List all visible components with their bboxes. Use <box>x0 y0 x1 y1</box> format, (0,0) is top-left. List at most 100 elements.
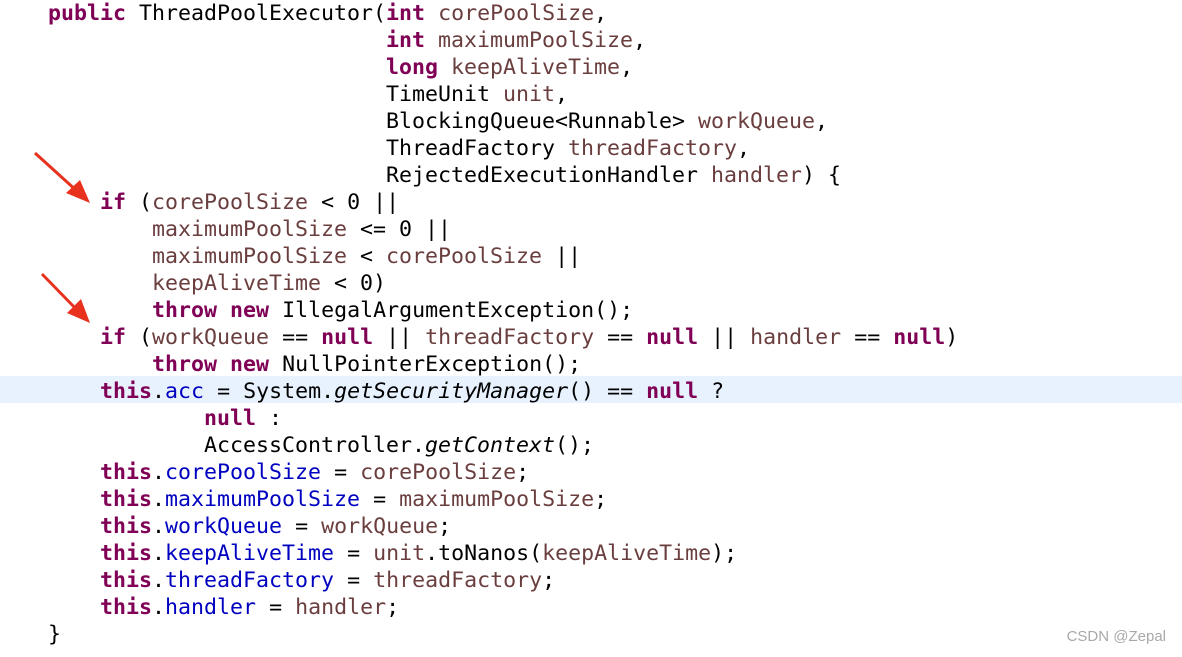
code-token: < 0) <box>321 271 387 296</box>
code-line: long keepAliveTime, <box>48 54 958 81</box>
method-token: getSecurityManager <box>334 379 569 404</box>
keyword-token: null <box>893 325 946 350</box>
code-line: this.workQueue = workQueue; <box>48 513 958 540</box>
code-token: AccessController. <box>48 433 426 458</box>
parameter-token: handler <box>711 163 803 188</box>
keyword-token: null <box>646 325 699 350</box>
field-token: maximumPoolSize <box>165 487 361 512</box>
keyword-token: this <box>100 379 153 404</box>
code-token: = <box>360 487 400 512</box>
code-line: public ThreadPoolExecutor(int corePoolSi… <box>48 0 958 27</box>
code-line: int maximumPoolSize, <box>48 27 958 54</box>
code-token: } <box>48 622 62 647</box>
keyword-token: if <box>100 190 127 215</box>
code-line: maximumPoolSize <= 0 || <box>48 216 958 243</box>
watermark: CSDN @Zepal <box>1066 628 1166 645</box>
keyword-token: null <box>321 325 374 350</box>
parameter-token: corePoolSize <box>386 244 543 269</box>
code-token: , <box>594 1 608 26</box>
parameter-token: handler <box>295 595 387 620</box>
parameter-token: maximumPoolSize <box>438 28 634 53</box>
code-token: = System. <box>204 379 335 404</box>
code-token: . <box>152 514 166 539</box>
code-line: maximumPoolSize < corePoolSize || <box>48 243 958 270</box>
code-token: BlockingQueue<Runnable> <box>48 109 699 134</box>
parameter-token: maximumPoolSize <box>152 244 348 269</box>
current-line-highlight <box>0 376 1182 403</box>
keyword-token: throw <box>152 298 218 323</box>
keyword-token: if <box>100 325 127 350</box>
code-token: = <box>256 595 296 620</box>
parameter-token: corePoolSize <box>360 460 517 485</box>
keyword-token: null <box>646 379 699 404</box>
code-line: keepAliveTime < 0) <box>48 270 958 297</box>
code-editor[interactable]: public ThreadPoolExecutor(int corePoolSi… <box>48 0 958 648</box>
code-token: NullPointerException(); <box>269 352 582 377</box>
code-line: this.keepAliveTime = unit.toNanos(keepAl… <box>48 540 958 567</box>
code-token: ( <box>126 325 153 350</box>
code-line: null : <box>48 405 958 432</box>
code-token: . <box>152 379 166 404</box>
keyword-token: int <box>386 28 426 53</box>
parameter-token: threadFactory <box>373 568 543 593</box>
code-token: ? <box>698 379 725 404</box>
code-token: TimeUnit <box>48 82 504 107</box>
code-line: throw new IllegalArgumentException(); <box>48 297 958 324</box>
parameter-token: threadFactory <box>568 136 738 161</box>
code-token: = <box>334 568 374 593</box>
code-token: <= 0 || <box>347 217 452 242</box>
code-token: ); <box>711 541 738 566</box>
code-token: IllegalArgumentException(); <box>269 298 634 323</box>
code-token: . <box>152 541 166 566</box>
parameter-token: workQueue <box>698 109 816 134</box>
code-token: == <box>594 325 647 350</box>
field-token: corePoolSize <box>165 460 322 485</box>
code-line: this.corePoolSize = corePoolSize; <box>48 459 958 486</box>
keyword-token: this <box>100 487 153 512</box>
parameter-token: corePoolSize <box>152 190 309 215</box>
code-token: , <box>555 82 569 107</box>
code-token: ; <box>594 487 608 512</box>
keyword-token: this <box>100 568 153 593</box>
keyword-token: public <box>48 1 127 26</box>
code-token: < 0 || <box>308 190 400 215</box>
code-line: this.handler = handler; <box>48 594 958 621</box>
code-token: = <box>282 514 322 539</box>
code-token: ThreadPoolExecutor( <box>126 1 387 26</box>
parameter-token: maximumPoolSize <box>152 217 348 242</box>
code-token: . <box>152 487 166 512</box>
code-line: if (corePoolSize < 0 || <box>48 189 958 216</box>
keyword-token: new <box>230 352 270 377</box>
code-line: } <box>48 621 958 648</box>
code-line: throw new NullPointerException(); <box>48 351 958 378</box>
field-token: workQueue <box>165 514 283 539</box>
parameter-token: handler <box>750 325 842 350</box>
keyword-token: long <box>386 55 439 80</box>
code-token: == <box>269 325 322 350</box>
code-token: .toNanos( <box>425 541 543 566</box>
code-token: , <box>633 28 647 53</box>
code-token: , <box>737 136 751 161</box>
field-token: keepAliveTime <box>165 541 335 566</box>
code-token: ; <box>438 514 452 539</box>
parameter-token: keepAliveTime <box>152 271 322 296</box>
code-line: this.threadFactory = threadFactory; <box>48 567 958 594</box>
keyword-token: this <box>100 541 153 566</box>
code-token: ) { <box>802 163 842 188</box>
parameter-token: keepAliveTime <box>451 55 621 80</box>
code-line: BlockingQueue<Runnable> workQueue, <box>48 108 958 135</box>
parameter-token: corePoolSize <box>438 1 595 26</box>
code-token: ; <box>386 595 400 620</box>
code-token: : <box>256 406 283 431</box>
code-token: , <box>815 109 829 134</box>
code-line: if (workQueue == null || threadFactory =… <box>48 324 958 351</box>
code-token: . <box>152 595 166 620</box>
parameter-token: keepAliveTime <box>542 541 712 566</box>
code-token: . <box>152 568 166 593</box>
parameter-token: workQueue <box>321 514 439 539</box>
code-line: this.maximumPoolSize = maximumPoolSize; <box>48 486 958 513</box>
keyword-token: null <box>204 406 257 431</box>
keyword-token: this <box>100 595 153 620</box>
code-line: RejectedExecutionHandler handler) { <box>48 162 958 189</box>
